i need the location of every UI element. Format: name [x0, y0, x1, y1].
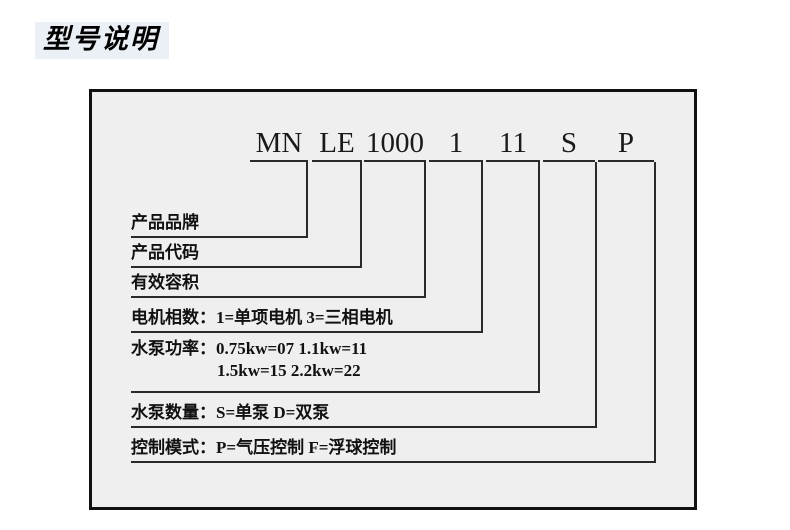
drop-line-brand: [306, 162, 308, 238]
label-line-pump-count: [131, 426, 597, 428]
page-title: 型号说明: [35, 22, 169, 60]
legend-label-volume: 有效容积: [131, 273, 199, 292]
connector-lines: [92, 92, 694, 507]
drop-line-power: [538, 162, 540, 393]
legend-label-pump-count: 水泵数量：: [131, 403, 216, 422]
legend-value-power-line2: 1.5kw=15 2.2kw=22: [217, 361, 361, 380]
legend-value-power: 0.75kw=07 1.1kw=11: [216, 339, 368, 358]
label-line-phase: [131, 331, 483, 333]
code-segment-control-mode: P: [598, 126, 654, 162]
drop-line-pump-count: [595, 162, 597, 428]
legend-row-control-mode: 控制模式：P=气压控制 F=浮球控制: [131, 437, 396, 459]
code-segment-phase: 1: [429, 126, 483, 162]
model-code-row: MN LE 1000 1 11 S P: [92, 122, 694, 162]
legend-value-control-mode: P=气压控制 F=浮球控制: [216, 438, 397, 457]
legend-label-phase: 电机相数：: [131, 308, 216, 327]
legend-label-brand: 产品品牌: [131, 213, 199, 232]
legend-row-brand: 产品品牌: [131, 212, 199, 234]
legend-row-phase: 电机相数：1=单项电机 3=三相电机: [131, 307, 393, 329]
code-segment-volume: 1000: [364, 126, 426, 162]
legend-label-power: 水泵功率：: [131, 339, 216, 358]
legend-label-control-mode: 控制模式：: [131, 438, 216, 457]
legend-row-volume: 有效容积: [131, 272, 199, 294]
drop-line-phase: [481, 162, 483, 333]
drop-line-product: [360, 162, 362, 268]
legend-value-phase: 1=单项电机 3=三相电机: [216, 308, 393, 327]
legend-value-pump-count: S=单泵 D=双泵: [216, 403, 330, 422]
label-line-power: [131, 391, 540, 393]
legend-row-power: 水泵功率：0.75kw=07 1.1kw=11 1.5kw=15 2.2kw=2…: [131, 338, 367, 382]
code-segment-pump-count: S: [543, 126, 595, 162]
label-line-product: [131, 266, 362, 268]
code-segment-product: LE: [312, 126, 362, 162]
label-line-volume: [131, 296, 426, 298]
label-line-brand: [131, 236, 308, 238]
legend-label-product: 产品代码: [131, 243, 199, 262]
model-explanation-panel: MN LE 1000 1 11 S P 产品品牌 产品代码 有效容积 电机相数：…: [89, 89, 697, 510]
legend-row-pump-count: 水泵数量：S=单泵 D=双泵: [131, 402, 329, 424]
label-line-control-mode: [131, 461, 656, 463]
code-segment-brand: MN: [250, 126, 308, 162]
drop-line-volume: [424, 162, 426, 298]
code-segment-power: 11: [486, 126, 540, 162]
legend-row-product: 产品代码: [131, 242, 199, 264]
drop-line-control-mode: [654, 162, 656, 463]
